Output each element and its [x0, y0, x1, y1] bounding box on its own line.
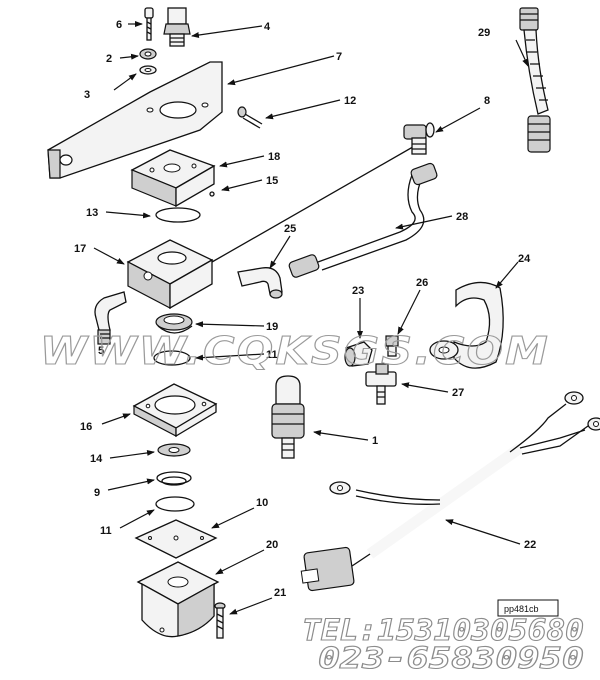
drawing-reference-box: pp481cb: [497, 599, 559, 617]
callout-28: 28: [456, 211, 468, 223]
watermark-tel: TEL:15310305680: [302, 613, 584, 647]
leader-arrows: [93, 21, 529, 615]
callout-1: 1: [372, 435, 378, 447]
part-washer-3: [139, 65, 157, 75]
callout-25: 25: [284, 223, 296, 235]
callout-14: 14: [90, 453, 103, 465]
part-screw-12: [237, 106, 263, 129]
callout-11-upper: 11: [266, 349, 278, 361]
callout-4: 4: [264, 21, 271, 33]
part-fitting-4: [163, 7, 191, 47]
part-screw-6: [144, 7, 154, 41]
callout-24: 24: [518, 253, 531, 265]
part-clamp-24: [429, 281, 504, 369]
part-oring-11-lower: [155, 496, 195, 512]
part-ball-15: [209, 191, 215, 197]
part-elbow-25: [237, 267, 283, 299]
part-seal-9-inner: [161, 476, 187, 486]
part-bolt-21: [214, 602, 226, 639]
part-bracket-7: [47, 61, 223, 179]
part-elbow-8: [403, 122, 435, 155]
part-oring-11-upper: [153, 350, 191, 366]
part-valve-body-17: [126, 139, 426, 310]
callout-3: 3: [84, 89, 90, 101]
drawing-reference-number: pp481cb: [504, 604, 539, 614]
callout-10: 10: [256, 497, 268, 509]
callout-26: 26: [416, 277, 428, 289]
callout-21: 21: [274, 587, 286, 599]
callout-13: 13: [86, 207, 98, 219]
callout-23: 23: [352, 285, 364, 297]
callout-5: 5: [98, 345, 104, 357]
part-nut-2: [139, 48, 157, 60]
callout-29: 29: [478, 27, 490, 39]
callout-27: 27: [452, 387, 464, 399]
part-tube-28: [288, 162, 438, 278]
callout-9: 9: [94, 487, 100, 499]
part-sensor-1: [271, 375, 305, 459]
part-elbow-23: [344, 341, 373, 367]
part-elbow-5: [94, 291, 127, 345]
watermark-phone: 023-65830950: [318, 641, 584, 675]
callout-18: 18: [268, 151, 280, 163]
callout-17: 17: [74, 243, 86, 255]
callout-2: 2: [106, 53, 112, 65]
callout-6: 6: [116, 19, 122, 31]
part-fitting-26: [385, 335, 399, 357]
callout-labels: 6 4 2 3 7 12 8 29 18 15 13 28 17 25 24 2…: [74, 19, 536, 599]
watermark: WWW.CQKSGS.COM TEL:15310305680 023-65830…: [39, 328, 584, 675]
part-tee-27: [365, 363, 397, 405]
part-gasket-10: [134, 519, 218, 559]
watermark-site: WWW.CQKSGS.COM: [40, 329, 550, 373]
part-block-18: [130, 149, 216, 208]
callout-20: 20: [266, 539, 278, 551]
callout-12: 12: [344, 95, 356, 107]
callout-7: 7: [336, 51, 342, 63]
callout-8: 8: [484, 95, 490, 107]
callout-11-lower: 11: [100, 525, 112, 537]
part-plate-16: [132, 383, 218, 438]
part-harness-22: [300, 391, 600, 592]
part-cover-20: [136, 561, 220, 638]
part-diaphragm-14: [157, 443, 191, 457]
callout-15: 15: [266, 175, 278, 187]
callout-22: 22: [524, 539, 536, 551]
callout-16: 16: [80, 421, 92, 433]
part-element-19: [155, 313, 193, 334]
part-oring-13: [155, 207, 201, 223]
callout-19: 19: [266, 321, 278, 333]
part-hose-29: [519, 7, 551, 153]
part-seal-9: [156, 471, 192, 485]
